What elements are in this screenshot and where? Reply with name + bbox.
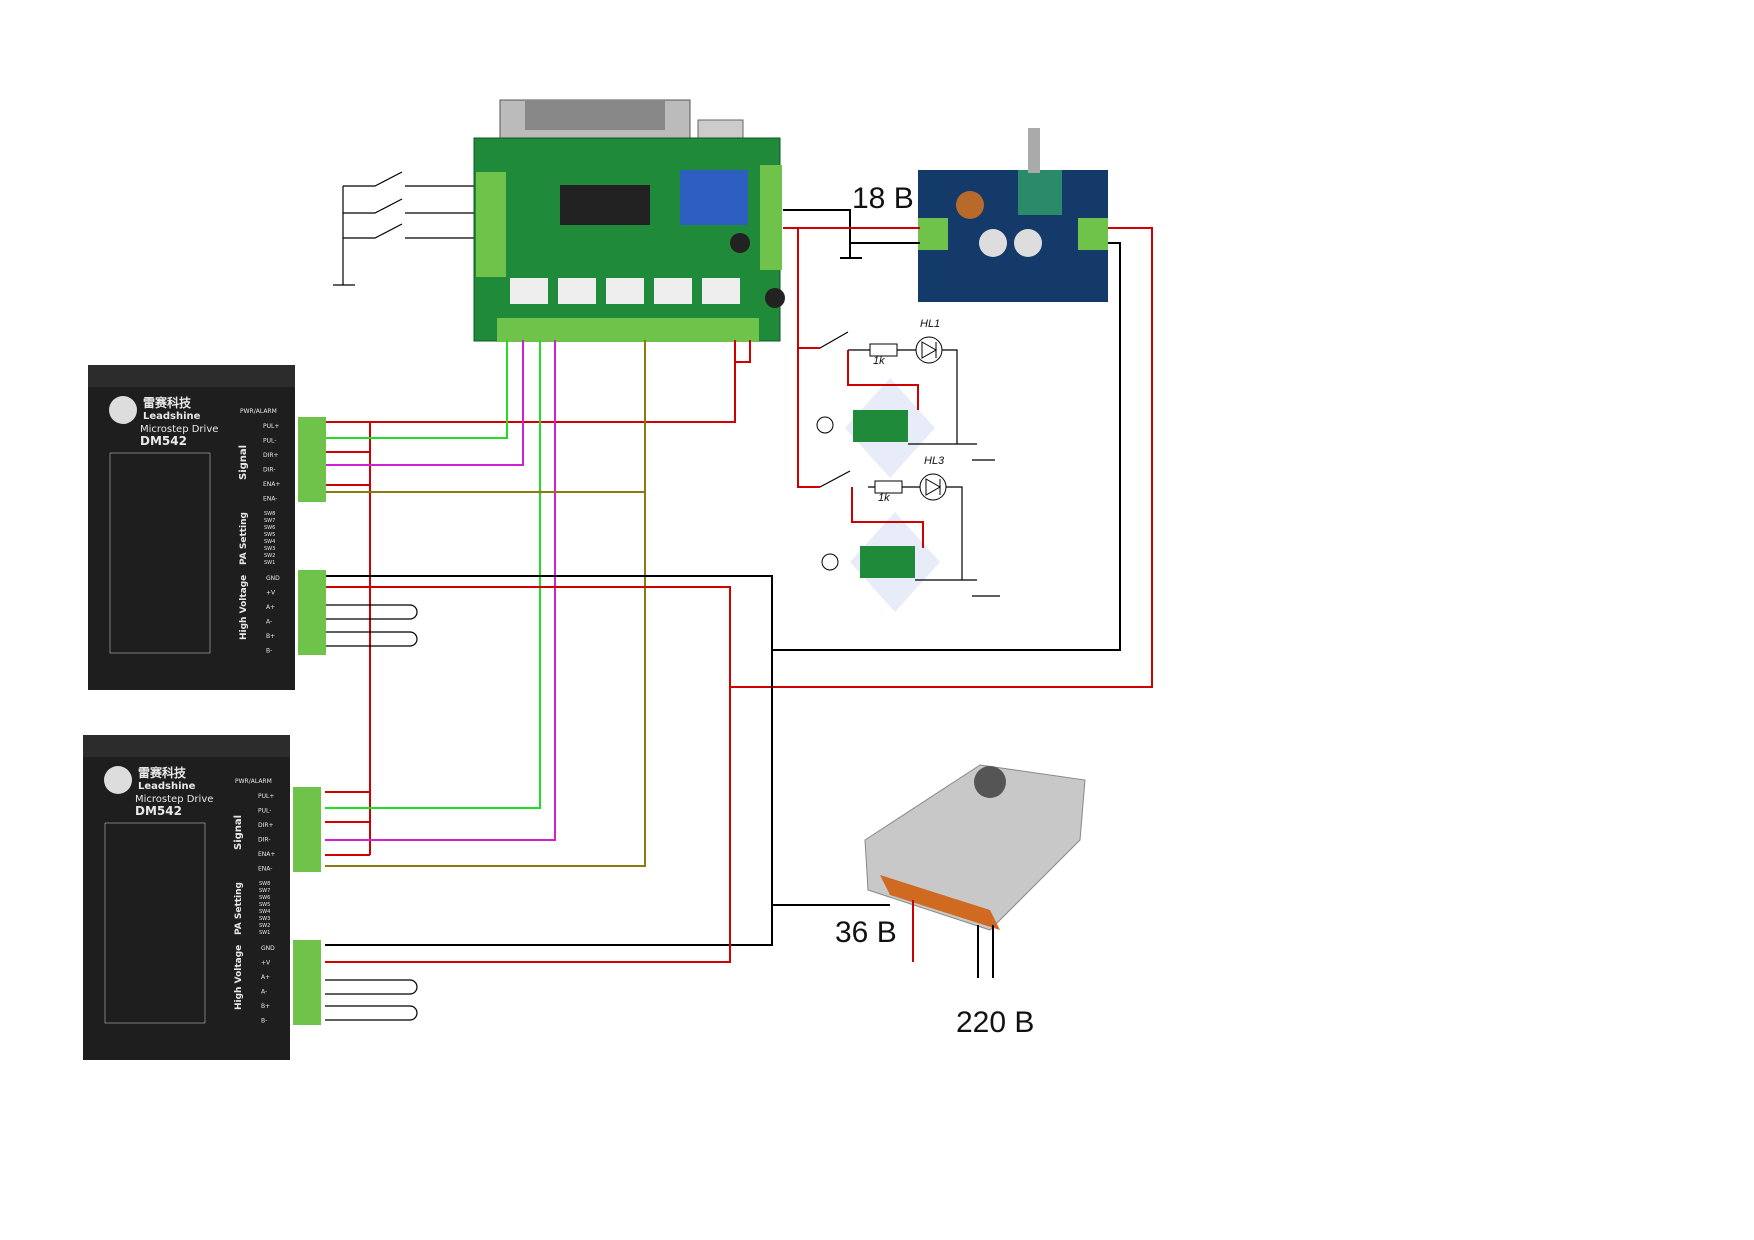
switch-label: SW8 xyxy=(264,511,275,517)
led-hl3-icon xyxy=(919,473,947,501)
signal-pin-label: ENA- xyxy=(263,496,277,503)
led-hl1-icon xyxy=(915,336,943,364)
leadshine-logo-icon xyxy=(104,766,132,794)
breakout-board xyxy=(473,99,785,342)
power-pin-label: A- xyxy=(261,989,267,996)
wires xyxy=(325,209,1153,1021)
mains-voltage-label: 220 B xyxy=(956,1006,1034,1039)
signal-terminal-block xyxy=(293,787,321,872)
settings-table xyxy=(109,452,211,654)
subtitle: Microstep Drive xyxy=(135,794,213,805)
brand-cn: 雷赛科技 xyxy=(143,395,192,410)
switch-label: SW5 xyxy=(259,902,270,908)
brand-cn: 雷赛科技 xyxy=(138,765,187,780)
pa-setting-label: PA Setting xyxy=(234,882,244,935)
switch-label: SW1 xyxy=(259,930,270,936)
sensor-modules xyxy=(845,378,940,612)
switch-label: SW2 xyxy=(259,923,270,929)
signal-terminal-block xyxy=(298,417,326,502)
signal-pin-label: PUL- xyxy=(258,808,271,815)
signal-label: Signal xyxy=(238,445,249,480)
switch-label: SW7 xyxy=(259,888,270,894)
brand: Leadshine xyxy=(138,781,196,792)
signal-pin-label: ENA- xyxy=(258,866,272,873)
signal-pin-label: PUL+ xyxy=(263,423,279,430)
power-pin-label: A+ xyxy=(266,604,275,611)
switch-label: SW6 xyxy=(264,525,275,531)
model: DM542 xyxy=(135,804,182,818)
signal-pin-label: DIR- xyxy=(263,467,275,474)
power-pin-label: A- xyxy=(266,619,272,626)
power-pin-label: +V xyxy=(266,590,276,597)
resistor1-label: 1k xyxy=(873,355,885,367)
settings-table xyxy=(104,822,206,1024)
power-terminal-block xyxy=(293,940,321,1025)
switch-label: SW4 xyxy=(259,909,270,915)
switch-label: SW8 xyxy=(259,881,270,887)
limit-switches xyxy=(333,171,475,286)
switch-label: SW3 xyxy=(264,546,275,552)
pa-setting-label: PA Setting xyxy=(239,512,249,565)
resistor-2 xyxy=(874,480,903,494)
signal-pin-label: DIR+ xyxy=(263,452,279,459)
driver-top xyxy=(88,365,295,387)
led1-label: HL1 xyxy=(920,318,940,330)
signal-pin-label: PUL- xyxy=(263,438,276,445)
signal-label: Signal xyxy=(233,815,244,850)
switch-label: SW4 xyxy=(264,539,275,545)
switch-label: SW7 xyxy=(264,518,275,524)
switch-label: SW1 xyxy=(264,560,275,566)
signal-pin-label: ENA+ xyxy=(258,851,275,858)
switch-label: SW2 xyxy=(264,553,275,559)
model: DM542 xyxy=(140,434,187,448)
power-pin-label: GND xyxy=(266,575,280,582)
bob-voltage-label: 18 B xyxy=(852,182,914,215)
brand: Leadshine xyxy=(143,411,201,422)
high-voltage-label: High Voltage xyxy=(234,945,244,1010)
signal-pin-label: DIR+ xyxy=(258,822,274,829)
power-pin-label: A+ xyxy=(261,974,270,981)
power-pin-label: B+ xyxy=(266,633,275,640)
power-pin-label: B- xyxy=(266,648,272,655)
led2-label: HL3 xyxy=(924,455,945,467)
resistor2-label: 1k xyxy=(878,492,890,504)
power-pin-label: B- xyxy=(261,1018,267,1025)
signal-pin-label: DIR- xyxy=(258,837,270,844)
pwr-alarm-label: PWR/ALARM xyxy=(240,408,277,415)
power-pin-label: B+ xyxy=(261,1003,270,1010)
high-voltage-label: High Voltage xyxy=(239,575,249,640)
driver-top xyxy=(83,735,290,757)
photodiode-icons xyxy=(816,416,839,571)
switch-label: SW5 xyxy=(264,532,275,538)
pwr-alarm-label: PWR/ALARM xyxy=(235,778,272,785)
power-supply xyxy=(864,764,1086,931)
signal-pin-label: PUL+ xyxy=(258,793,274,800)
leadshine-logo-icon xyxy=(109,396,137,424)
switch-label: SW3 xyxy=(259,916,270,922)
switch-label: SW6 xyxy=(259,895,270,901)
psu-voltage-label: 36 B xyxy=(835,916,897,949)
power-terminal-block xyxy=(298,570,326,655)
resistor-1 xyxy=(869,343,898,357)
subtitle: Microstep Drive xyxy=(140,424,218,435)
power-pin-label: +V xyxy=(261,960,271,967)
signal-pin-label: ENA+ xyxy=(263,481,280,488)
voltage-regulator-module xyxy=(918,128,1108,302)
power-pin-label: GND xyxy=(261,945,275,952)
